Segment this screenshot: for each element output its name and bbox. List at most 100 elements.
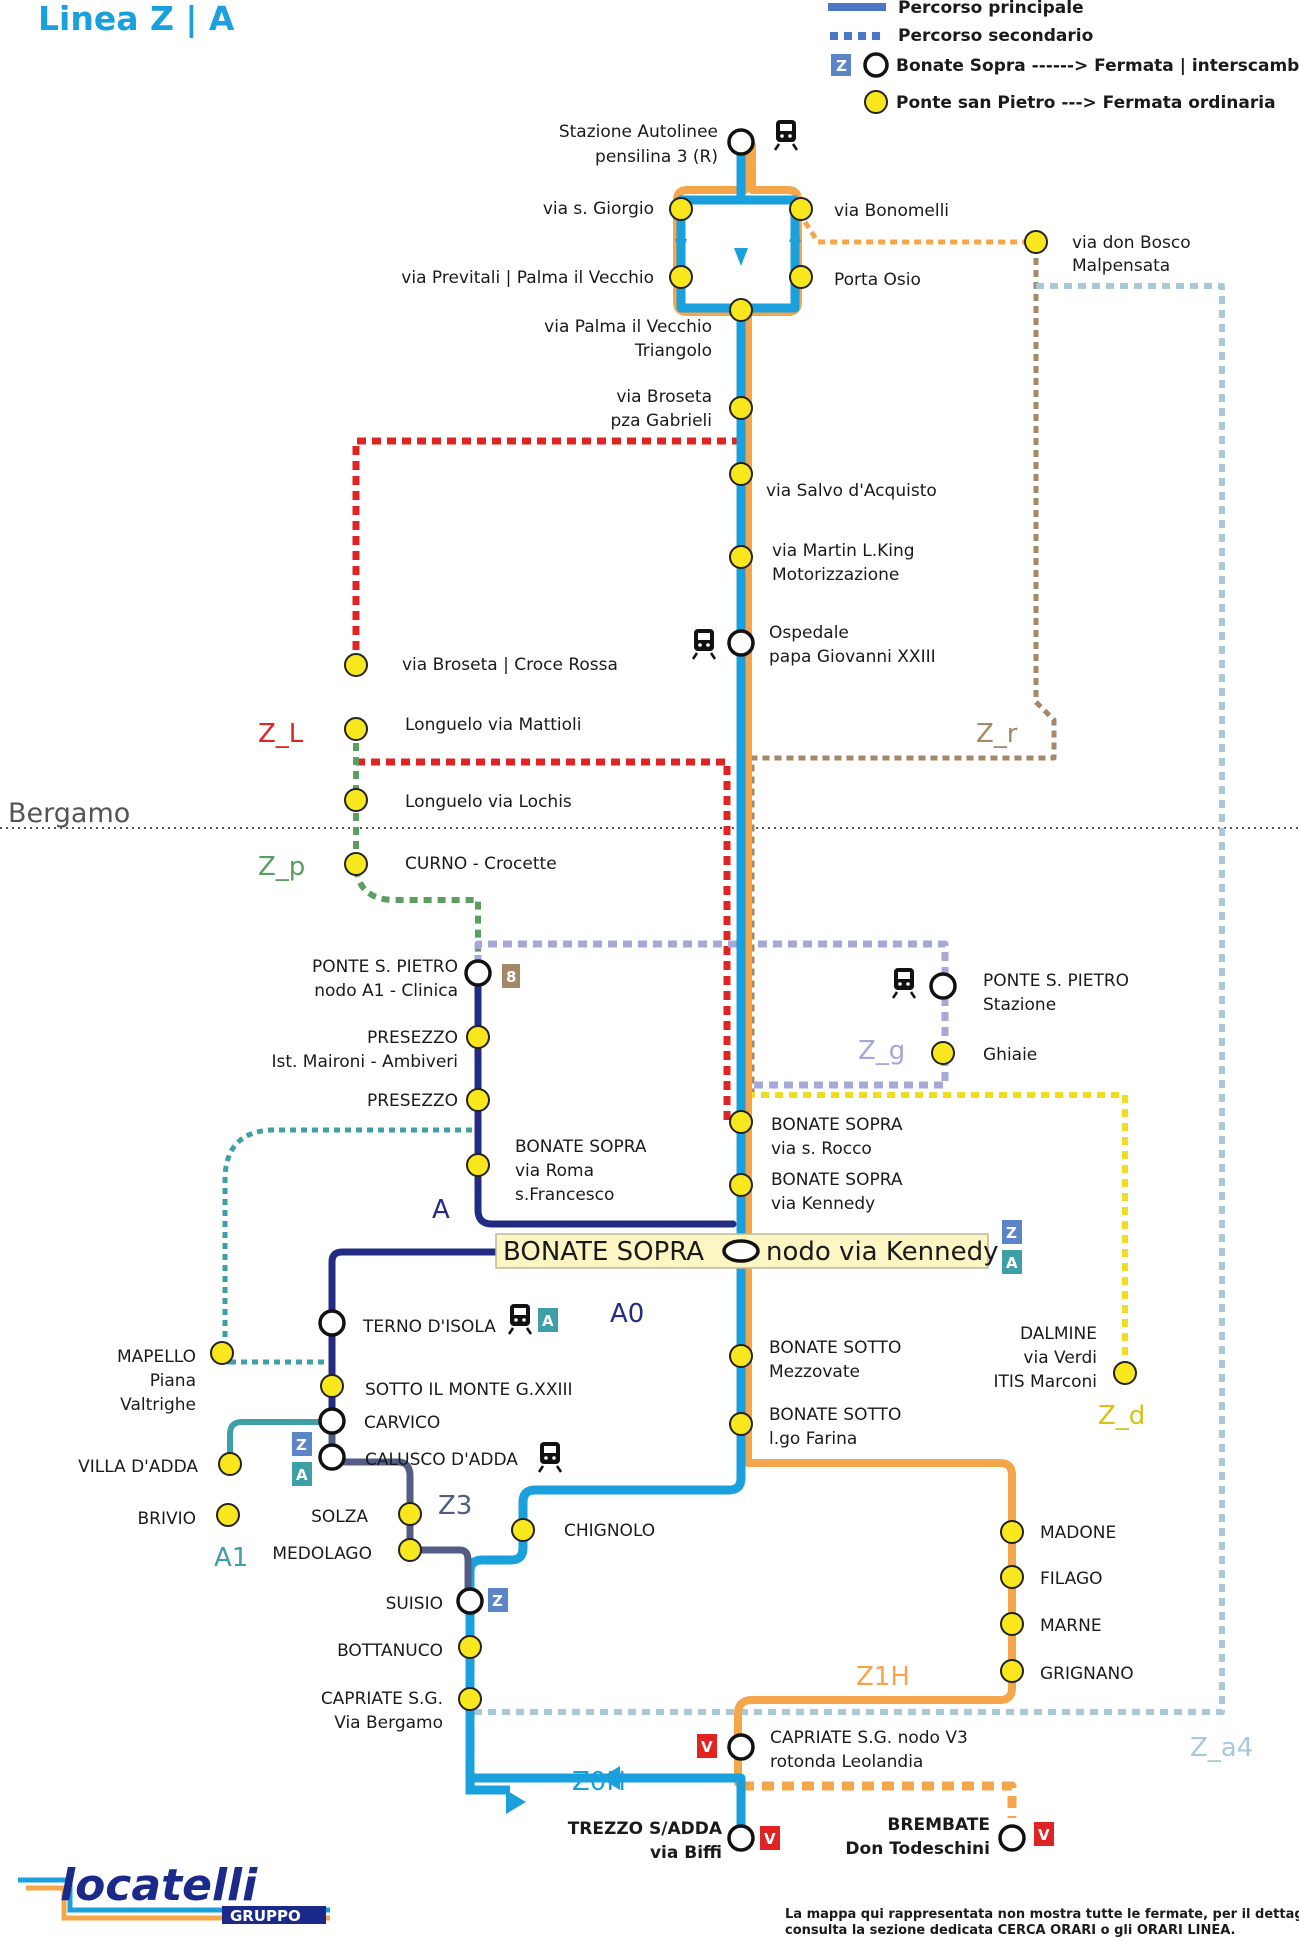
stop-ghiaie[interactable]: [931, 1041, 955, 1065]
badge-a-carvico: [292, 1462, 312, 1486]
route-a1-path: [227, 1419, 335, 1468]
stop-trezzo[interactable]: [727, 1824, 755, 1852]
stop-lochis[interactable]: [344, 788, 368, 812]
legend-interchange-label: Bonate Sopra ------> Fermata | interscam…: [896, 56, 1299, 76]
legend-interchange-stop-icon: [863, 52, 889, 78]
svg-text:Z: Z: [492, 1592, 503, 1610]
label-trezzo: TREZZO S/ADDA: [568, 1819, 723, 1839]
stop-mattioli[interactable]: [344, 717, 368, 741]
label-grignano: GRIGNANO: [1040, 1664, 1134, 1684]
stop-salvo[interactable]: [729, 462, 753, 486]
hub-right-label: nodo via Kennedy: [766, 1237, 998, 1267]
stop-carvico[interactable]: [318, 1407, 346, 1435]
label-madone: MADONE: [1040, 1523, 1116, 1543]
label-mattioli: Longuelo via Mattioli: [405, 715, 582, 735]
route-zl-path: [352, 437, 741, 1125]
svg-text:V: V: [764, 1830, 776, 1848]
stop-croce[interactable]: [344, 653, 368, 677]
legend-ordinary-label: Ponte san Pietro ---> Fermata ordinaria: [896, 93, 1276, 113]
label-dalmine: DALMINE: [1020, 1324, 1097, 1344]
stop-giorgio[interactable]: [669, 197, 693, 221]
stop-dalmine[interactable]: [1113, 1361, 1137, 1385]
stop-hub-kennedy[interactable]: [722, 1239, 760, 1263]
route-z0h-path: [465, 1760, 510, 1795]
stop-donbosco[interactable]: [1024, 230, 1048, 254]
stop-capriate[interactable]: [458, 1687, 482, 1711]
stop-bs-roma[interactable]: [466, 1153, 490, 1177]
label-psp-staz: PONTE S. PIETRO: [983, 971, 1129, 991]
route-label-z3: Z3: [438, 1491, 472, 1521]
label-marne: MARNE: [1040, 1616, 1102, 1636]
label-presezzo1-sub: Ist. Maironi - Ambiveri: [271, 1052, 458, 1072]
stop-ospedale[interactable]: [727, 629, 755, 657]
stop-chignolo[interactable]: [511, 1518, 535, 1542]
stop-portaosio[interactable]: [789, 265, 813, 289]
route-zbosco-path: [802, 220, 1036, 245]
stop-filago[interactable]: [1000, 1565, 1024, 1589]
stop-broseta[interactable]: [729, 396, 753, 420]
footer-line1: La mappa qui rappresentata non mostra tu…: [785, 1907, 1299, 1922]
stop-psp-stazione[interactable]: [929, 972, 957, 1000]
stop-brivio[interactable]: [216, 1503, 240, 1527]
stop-bottanuco[interactable]: [458, 1635, 482, 1659]
label-bs-roma-sub2: s.Francesco: [515, 1185, 614, 1205]
badge-v-brembate: [1034, 1822, 1054, 1846]
stop-calusco[interactable]: [318, 1443, 346, 1471]
stop-solza[interactable]: [398, 1502, 422, 1526]
stop-grignano[interactable]: [1000, 1659, 1024, 1683]
label-filago: FILAGO: [1040, 1569, 1103, 1589]
label-bsotto2-sub: l.go Farina: [769, 1429, 857, 1449]
stop-bsotto2[interactable]: [729, 1412, 753, 1436]
stop-mapello[interactable]: [210, 1341, 234, 1365]
label-bsotto1-sub: Mezzovate: [769, 1362, 860, 1382]
stop-curno[interactable]: [344, 852, 368, 876]
stop-bs-kennedy[interactable]: [729, 1173, 753, 1197]
label-brembate: BREMBATE: [887, 1815, 990, 1835]
badge-a-hub: [1002, 1250, 1022, 1274]
stop-previtali[interactable]: [669, 265, 693, 289]
direction-arrow-icon: [789, 225, 801, 242]
stop-capriate-v3[interactable]: [727, 1733, 755, 1761]
stop-psp-nodo[interactable]: [464, 959, 492, 987]
svg-text:8: 8: [506, 968, 516, 986]
route-zd-path: [747, 1092, 1128, 1375]
label-medolago: MEDOLAGO: [272, 1544, 372, 1564]
stop-palma[interactable]: [729, 298, 753, 322]
route-labels: Z_L Z_p Z_r Z_g Z_d A A0 A1 Z3 Z1H Z0H Z…: [214, 719, 1253, 1797]
stop-bonomelli[interactable]: [789, 197, 813, 221]
label-ospedale: Ospedale: [769, 623, 849, 643]
label-mapello: MAPELLO: [117, 1347, 196, 1367]
stop-bsotto1[interactable]: [729, 1344, 753, 1368]
stop-bs-rocco[interactable]: [729, 1110, 753, 1134]
stop-brembate[interactable]: [998, 1824, 1026, 1852]
legend-z-badge: [831, 54, 851, 76]
label-bs-rocco-sub: via s. Rocco: [771, 1139, 872, 1159]
stop-madone[interactable]: [1000, 1520, 1024, 1544]
svg-text:Z: Z: [1006, 1224, 1017, 1242]
direction-arrow-icon: [600, 1766, 620, 1790]
route-label-z0h: Z0H: [572, 1767, 626, 1797]
stop-villa[interactable]: [218, 1452, 242, 1476]
label-ghiaie: Ghiaie: [983, 1045, 1037, 1065]
svg-text:Z: Z: [296, 1436, 307, 1454]
label-capriate-v3: CAPRIATE S.G. nodo V3: [770, 1728, 968, 1748]
route-label-a: A: [432, 1195, 450, 1225]
stop-autolinee[interactable]: [727, 128, 755, 156]
stop-presezzo1[interactable]: [466, 1025, 490, 1049]
label-broseta: via Broseta: [616, 387, 712, 407]
label-bs-roma: BONATE SOPRA: [515, 1137, 647, 1157]
direction-arrow-icon: [734, 248, 748, 266]
stop-marne[interactable]: [1000, 1612, 1024, 1636]
stop-king[interactable]: [729, 545, 753, 569]
hub-left-label: BONATE SOPRA: [503, 1237, 704, 1267]
stop-medolago[interactable]: [398, 1538, 422, 1562]
route-a-path: [328, 968, 737, 1426]
stop-sotto-monte[interactable]: [320, 1374, 344, 1398]
label-ospedale-sub: papa Giovanni XXIII: [769, 647, 936, 667]
badge-v-capriate: [697, 1734, 717, 1758]
stop-presezzo2[interactable]: [466, 1088, 490, 1112]
stop-terno[interactable]: [318, 1309, 346, 1337]
train-icon: [773, 120, 799, 151]
label-salvo: via Salvo d'Acquisto: [766, 481, 937, 501]
stop-suisio[interactable]: [456, 1587, 484, 1615]
